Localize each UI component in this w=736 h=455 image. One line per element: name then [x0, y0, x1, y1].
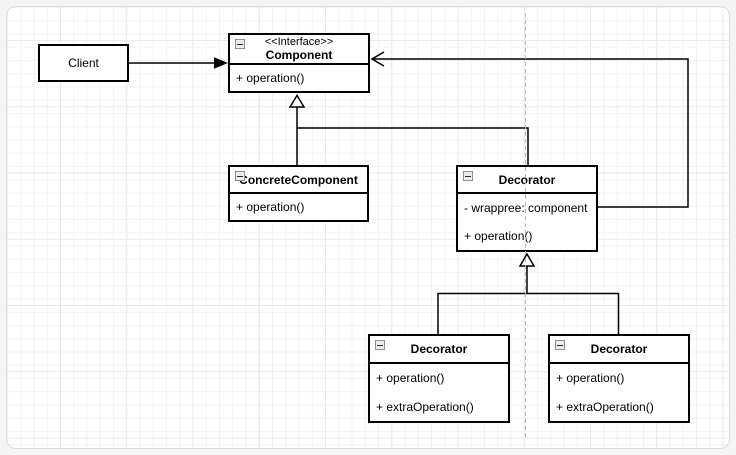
collapse-minus-icon[interactable] — [555, 340, 565, 350]
member-row: - wrappree: component — [464, 201, 588, 215]
class-node-decorator[interactable]: Decorator - wrappree: component + operat… — [456, 165, 598, 252]
class-title: Client — [68, 56, 99, 70]
class-node-decorator-right[interactable]: Decorator + operation() + extraOperation… — [548, 334, 690, 423]
collapse-minus-icon[interactable] — [463, 171, 473, 181]
collapse-minus-icon[interactable] — [235, 39, 245, 49]
member-row: + operation() — [236, 71, 305, 85]
member-row: + operation() — [236, 200, 305, 214]
class-title: Decorator — [410, 342, 468, 356]
member-row: + operation() — [556, 371, 625, 386]
class-node-concrete-component[interactable]: ConcreteComponent + operation() — [228, 165, 369, 222]
class-node-component[interactable]: <<Interface>> Component + operation() — [228, 33, 370, 93]
member-row: + extraOperation() — [376, 399, 474, 414]
collapse-minus-icon[interactable] — [235, 171, 245, 181]
class-title: Decorator — [498, 172, 556, 187]
member-row: + operation() — [464, 229, 533, 243]
class-node-decorator-left[interactable]: Decorator + operation() + extraOperation… — [368, 334, 510, 423]
class-title: ConcreteComponent — [239, 172, 358, 187]
class-title: Decorator — [590, 342, 648, 356]
member-row: + extraOperation() — [556, 399, 654, 414]
stereotype-label: <<Interface>> — [264, 36, 334, 48]
collapse-minus-icon[interactable] — [375, 340, 385, 350]
member-row: + operation() — [376, 371, 445, 386]
class-node-client[interactable]: Client — [38, 44, 129, 82]
class-title: Component — [265, 48, 333, 62]
